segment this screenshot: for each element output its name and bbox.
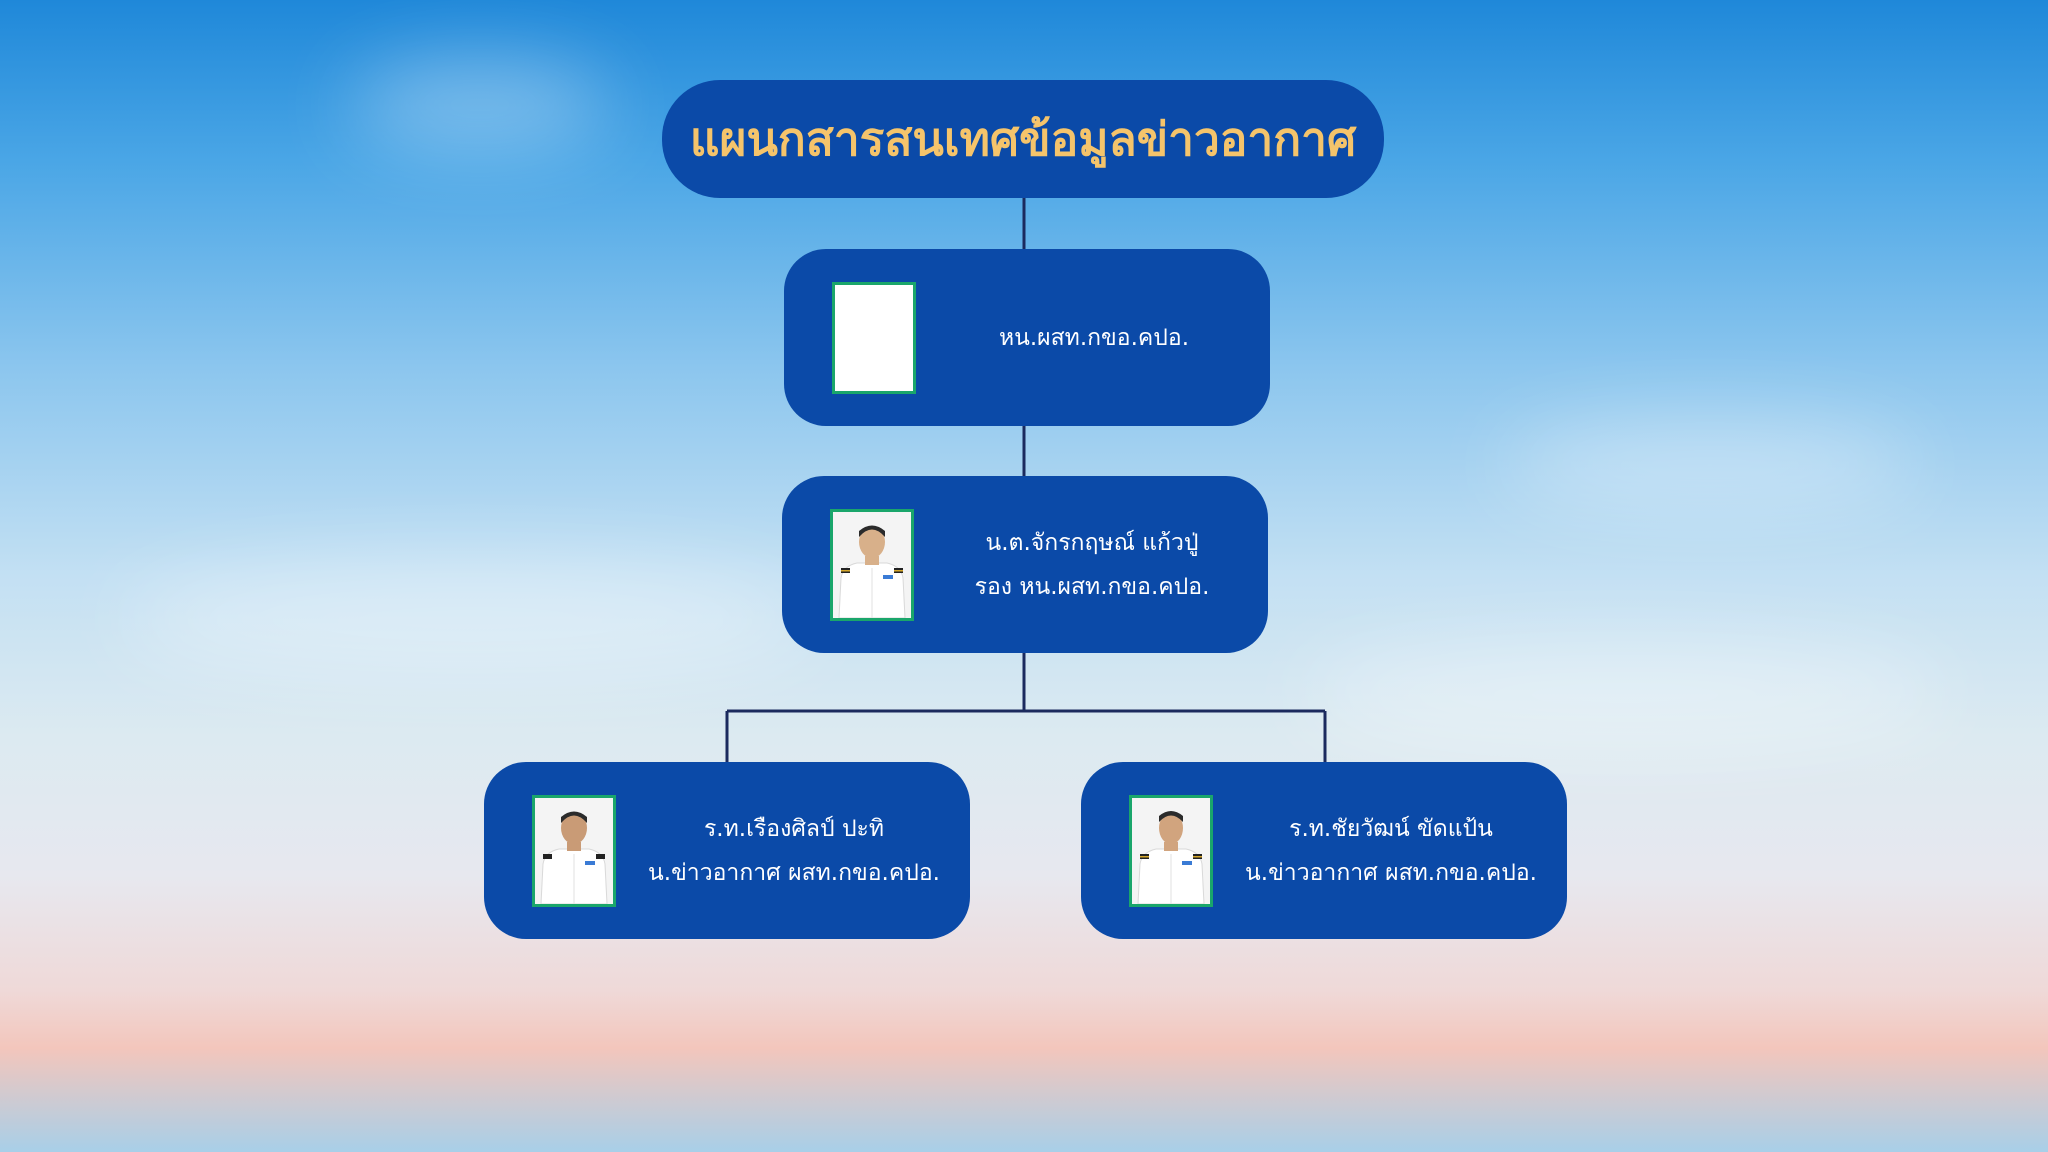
cloud-decoration: [120, 560, 820, 680]
photo-placeholder: [832, 282, 916, 394]
node-name: ร.ท.เรืองศิลป์ ปะทิ: [703, 815, 885, 842]
node-name: ร.ท.ชัยวัฒน์ ขัดแป้น: [1289, 815, 1493, 842]
node-text: น.ต.จักรกฤษณ์ แก้วปู่ รอง หน.ผสท.กขอ.คปอ…: [932, 476, 1252, 653]
node-position: น.ข่าวอากาศ ผสท.กขอ.คปอ.: [648, 859, 940, 886]
portrait-photo: [1129, 795, 1213, 907]
org-title: แผนกสารสนเทศข้อมูลข่าวอากาศ: [689, 111, 1357, 166]
node-name: หน.ผสท.กขอ.คปอ.: [998, 324, 1190, 351]
node-text: ร.ท.ชัยวัฒน์ ขัดแป้น น.ข่าวอากาศ ผสท.กขอ…: [1231, 762, 1551, 939]
cloud-decoration: [350, 60, 610, 150]
node-position: รอง หน.ผสท.กขอ.คปอ.: [974, 573, 1210, 600]
node-text: ร.ท.เรืองศิลป์ ปะทิ น.ข่าวอากาศ ผสท.กขอ.…: [634, 762, 954, 939]
title-box: แผนกสารสนเทศข้อมูลข่าวอากาศ: [662, 80, 1384, 198]
node-text: หน.ผสท.กขอ.คปอ.: [934, 249, 1254, 426]
node-deputy: น.ต.จักรกฤษณ์ แก้วปู่ รอง หน.ผสท.กขอ.คปอ…: [782, 476, 1268, 653]
node-name: น.ต.จักรกฤษณ์ แก้วปู่: [985, 529, 1199, 556]
node-head: หน.ผสท.กขอ.คปอ.: [784, 249, 1270, 426]
node-officer-left: ร.ท.เรืองศิลป์ ปะทิ น.ข่าวอากาศ ผสท.กขอ.…: [484, 762, 970, 939]
node-position: น.ข่าวอากาศ ผสท.กขอ.คปอ.: [1245, 859, 1537, 886]
portrait-photo: [532, 795, 616, 907]
portrait-photo: [830, 509, 914, 621]
cloud-decoration: [1500, 420, 1920, 510]
cloud-decoration: [1300, 640, 1950, 750]
node-officer-right: ร.ท.ชัยวัฒน์ ขัดแป้น น.ข่าวอากาศ ผสท.กขอ…: [1081, 762, 1567, 939]
